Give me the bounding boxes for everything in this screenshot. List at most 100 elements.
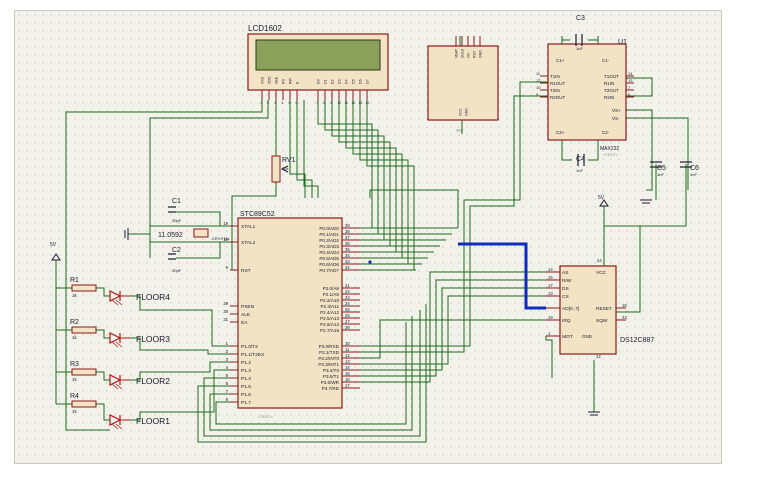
ds12-name: DS12C887 [620, 337, 654, 344]
led-ray [111, 423, 119, 430]
led-label: FLOOR2 [136, 376, 170, 386]
wire-r2-r [96, 329, 110, 339]
mcu-pin-label: P0.7/AD7 [319, 268, 339, 273]
wire-led2 [130, 361, 232, 381]
max232-pin-number: 12 [536, 78, 541, 83]
led-floor3[interactable]: FLOOR3 [109, 332, 170, 348]
wire-layer [55, 36, 689, 443]
max232-c2m: C2- [602, 130, 610, 135]
lcd-pin-number: 1 [261, 101, 263, 105]
mcu-stc89c52[interactable]: STC89C52 <TEXT> XTAL119XTAL218RST9PSEN29… [223, 211, 360, 419]
max232[interactable]: U1 MAX232 <TEXT> C1+ C1- C2+ C2- VS+ VS-… [536, 39, 634, 157]
mcu-pin-number: 4 [226, 365, 229, 370]
rv1-wiper [280, 165, 289, 173]
wire-lcd-e [303, 100, 319, 198]
mcu-pin-label: P1.7 [241, 400, 251, 406]
lcd-pin-label: D6 [359, 79, 363, 84]
mcu-pin-number: 12 [345, 353, 350, 358]
led-floor1[interactable]: FLOOR1 [109, 414, 170, 430]
max232-pin-label: T1IN [550, 74, 560, 79]
led-ray [111, 383, 119, 390]
max232-textref: <TEXT> [603, 152, 619, 157]
bus-ad [458, 242, 546, 310]
resistor-name: R2 [70, 319, 79, 326]
led-ray [115, 341, 123, 348]
mcu-pin-number: 6 [226, 381, 229, 386]
cap-c2[interactable]: C2 30pF [168, 247, 182, 273]
mcu-pin-label: P3.2/INT0 [318, 356, 339, 361]
mcu-pin-label: P0.5/AD5 [319, 256, 339, 261]
cap-c3[interactable]: C3 1nF [575, 15, 585, 51]
ds12-pin-label: RESET [596, 306, 612, 312]
max232-pin-number: 7 [628, 85, 631, 90]
lcd-screen [255, 39, 381, 71]
resistor-body [71, 326, 97, 334]
wire-lcd-vss [65, 100, 263, 431]
lcd-pin-number: 10 [338, 101, 342, 105]
lcd-pin-label: D7 [366, 79, 370, 84]
ds12-pin-label: MOT [562, 334, 573, 340]
ds12-gnd-label: GND [582, 334, 593, 339]
lcd-pin-number: 7 [317, 101, 319, 105]
ds12-body [559, 265, 617, 355]
mcu-pin-number: 7 [226, 389, 229, 394]
ds12-pin-number: 19 [548, 315, 553, 320]
crystal-body [193, 228, 209, 238]
cap-c5[interactable]: C5 1nF [650, 161, 666, 177]
max232-pin-label: R1IN [604, 81, 614, 86]
power-label-right: 5V [598, 195, 605, 201]
mcu-pin-number: 13 [345, 359, 350, 364]
ds12-pin-number: 12 [596, 354, 601, 359]
ds1302-pin-label: RST [473, 50, 477, 58]
crystal[interactable]: 11.0592 CRYSTAL [158, 228, 231, 241]
max232-pin-number: 14 [628, 71, 633, 76]
max232-pin-number: 10 [536, 85, 541, 90]
mcu-pin-label: P2.2/A10 [320, 298, 339, 303]
data-bus [458, 242, 546, 310]
rtc-ds12c887[interactable]: DS12C887 GND AS14R/W15DS17CS13AD[0..7]IR… [546, 258, 654, 359]
wire-c4-l [561, 140, 572, 161]
mcu-pin-number: 23 [345, 295, 350, 300]
led-label: FLOOR4 [136, 292, 170, 302]
cap-c6[interactable]: C6 1nF [680, 161, 699, 177]
ds12-pin-label: R/W [562, 278, 572, 284]
mcu-pin-number: 14 [345, 365, 350, 370]
wire-ds12-reset [616, 226, 641, 313]
lcd-pin-number: 3 [275, 101, 277, 105]
lcd-pins: VSS1VDD2VEE3RS4RW5E6D07D18D29D310D411D51… [261, 76, 370, 105]
lcd-pin-label: D4 [345, 79, 349, 84]
max232-vsp: VS+ [612, 108, 621, 113]
wire-r3-r [96, 371, 110, 381]
mcu-pin-number: 16 [345, 377, 350, 382]
max232-body [547, 43, 627, 141]
led-floor2[interactable]: FLOOR2 [109, 374, 170, 390]
mcu-pin-number: 15 [345, 371, 350, 376]
cap-c4-name: C4 [576, 156, 585, 163]
max232-c1p: C1+ [556, 58, 565, 63]
cap-c4[interactable]: C4 1nF [576, 154, 585, 173]
potentiometer-rv1[interactable]: RV1 10k [271, 155, 296, 183]
mcu-pin-number: 5 [226, 373, 229, 378]
ds12-pin-number: 15 [548, 275, 553, 280]
mcu-pin-label: XTAL1 [241, 224, 256, 230]
mcu-pin-number: 17 [345, 383, 350, 388]
led-floor4[interactable]: FLOOR4 [109, 290, 170, 306]
crystal-label: CRYSTAL [212, 236, 231, 241]
ds12-pin-number: 23 [622, 315, 627, 320]
lcd-pin-number: 13 [359, 101, 363, 105]
max232-pin-label: R2IN [604, 95, 614, 100]
cap-c1[interactable]: C1 30pF [168, 198, 182, 223]
mcu-pin-number: 25 [345, 307, 350, 312]
cap-c2-value: 30pF [172, 268, 182, 273]
mcu-pin-number: 18 [223, 237, 228, 242]
wire-lcd-d7 [360, 100, 415, 271]
max232-pin-label: R2OUT [550, 95, 566, 100]
led-ray [111, 299, 119, 306]
lcd1602[interactable]: LCD1602 VSS1VDD2VEE3RS4RW5E6D07D18D29D31… [247, 24, 389, 105]
lcd-pin-label: VSS [261, 76, 265, 84]
